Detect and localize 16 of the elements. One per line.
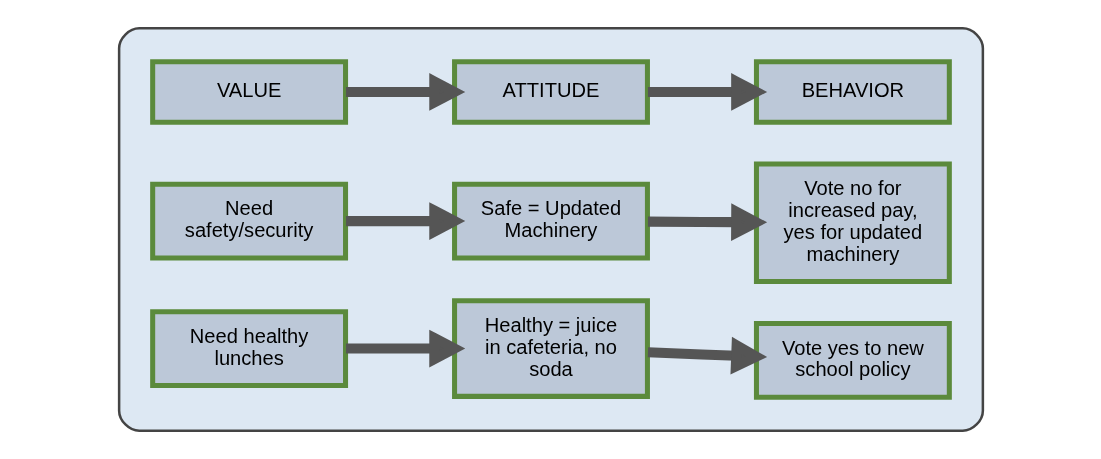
- cluster: [117, 26, 984, 432]
- node-box: ATTITUDE: [451, 59, 650, 125]
- node-box: Need healthy lunches: [149, 309, 348, 388]
- arrow: [345, 329, 465, 368]
- node-box: Healthy = juice in cafeteria, no soda: [451, 298, 650, 399]
- arrow: [647, 336, 767, 375]
- arrow: [647, 73, 767, 111]
- arrow: [345, 73, 465, 111]
- node-box: Vote yes to new school policy: [753, 320, 952, 400]
- arrow: [345, 202, 465, 240]
- node-box: Vote no for increased pay, yes for updated machinery: [753, 161, 952, 284]
- node-box: Need safety/security: [149, 181, 348, 261]
- node-box: BEHAVIOR: [753, 59, 952, 125]
- node-box: Safe = Updated Machinery: [451, 181, 650, 261]
- node-box: VALUE: [149, 59, 348, 125]
- arrow: [647, 203, 767, 241]
